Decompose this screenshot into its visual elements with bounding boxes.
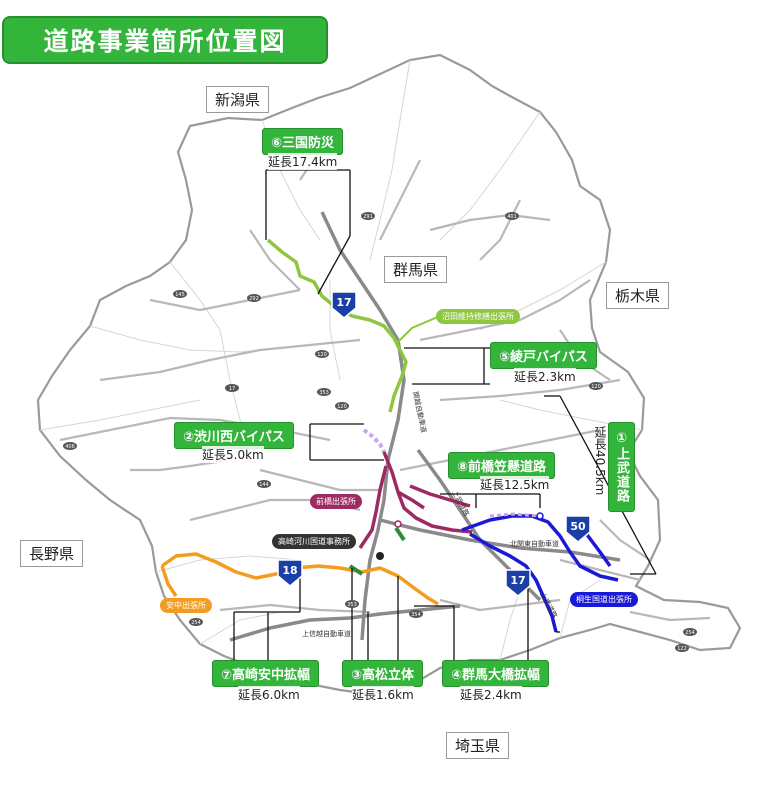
pref-route-number: 120 [317, 352, 327, 358]
pref-route-number: 406 [65, 444, 75, 450]
pref-route-marker: 254 [189, 618, 203, 626]
project-length-takamatsu: 延長1.6km [352, 686, 414, 703]
prefecture-label-gunma: 群馬県 [384, 256, 448, 283]
route-jobu-dashed [489, 512, 541, 518]
pref-route-marker: 122 [675, 644, 689, 652]
office-marker [394, 520, 402, 528]
pref-route-marker: 17 [225, 384, 239, 392]
pref-route-number: 353 [347, 602, 357, 608]
project-length-ayado: 延長2.3km [514, 368, 576, 385]
pref-route-marker: 353 [345, 600, 359, 608]
pref-route-number: 145 [175, 292, 185, 298]
route-takasaki-annaka-branch [160, 565, 178, 597]
road-label-kitakanto: 北関東自動車道 [510, 539, 559, 548]
route-shield-18: 18 [277, 559, 303, 587]
route-takamatsu [348, 564, 364, 576]
pref-route-number: 254 [685, 630, 695, 636]
prefecture-label-niigata: 新潟県 [206, 86, 270, 113]
project-length-gunma-ohashi: 延長2.4km [460, 686, 522, 703]
prefecture-label-saitama: 埼玉県 [446, 732, 510, 759]
route-shibukawa-nishi [362, 428, 386, 453]
pref-route-number: 354 [411, 612, 421, 618]
project-label-takamatsu: ③高松立体 [342, 660, 424, 687]
office-label-numata: 沼田維持修繕出張所 [436, 309, 520, 324]
office-label-maebashi: 前橋出張所 [310, 494, 362, 509]
pref-route-number: 144 [259, 482, 269, 488]
project-length-shibukawa-nishi: 延長5.0km [202, 446, 264, 463]
pref-route-number: 254 [191, 620, 201, 626]
pref-route-number: 120 [337, 404, 347, 410]
route-ayado [397, 315, 441, 343]
pref-route-marker: 291 [361, 212, 375, 220]
pref-route-marker: 120 [315, 350, 329, 358]
office-label-kiryu: 桐生国道出張所 [570, 592, 638, 607]
pref-route-number: 122 [677, 646, 687, 652]
project-length-jobu: 延長40.5km [593, 426, 607, 496]
route-shield-17-south: 17 [505, 569, 531, 597]
pref-route-number: 291 [363, 214, 373, 220]
pref-route-marker: 354 [409, 610, 423, 618]
project-label-takasaki-annaka: ⑦高崎安中拡幅 [212, 660, 320, 687]
office-label-annaka: 安中出張所 [160, 598, 212, 613]
route-gunma-ohashi [394, 526, 406, 542]
route-shield-number: 17 [336, 296, 351, 309]
prefecture-label-nagano: 長野県 [20, 540, 84, 567]
office-marker [376, 552, 384, 560]
pref-route-marker: 406 [63, 442, 77, 450]
pref-route-number: 401 [507, 214, 517, 220]
route-shield-50: 50 [565, 515, 591, 543]
route-shield-17-north: 17 [331, 291, 357, 319]
pref-route-number: 353 [319, 390, 329, 396]
pref-route-marker: 144 [257, 480, 271, 488]
project-length-takasaki-annaka: 延長6.0km [238, 686, 300, 703]
pref-route-number: 292 [249, 296, 259, 302]
road-label-joshinetsu: 上信越自動車道 [302, 629, 351, 638]
project-label-shibukawa-nishi: ②渋川西バイパス [174, 422, 294, 449]
map-title: 道路事業箇所位置図 [2, 16, 328, 64]
route-shield-number: 18 [282, 564, 297, 577]
project-label-maebashi-kasakake: ⑧前橋笠懸道路 [448, 452, 556, 479]
pref-route-marker: 292 [247, 294, 261, 302]
project-label-jobu: ①上武道路 [608, 422, 635, 512]
pref-route-marker: 401 [505, 212, 519, 220]
project-length-mikuni: 延長17.4km [268, 153, 338, 170]
route-shield-number: 17 [510, 574, 525, 587]
route-shield-number: 50 [570, 520, 586, 533]
project-label-ayado: ⑤綾戸バイパス [490, 342, 597, 369]
pref-route-number: 17 [229, 386, 235, 392]
route-maebashi-kasakake [358, 451, 473, 549]
pref-route-marker: 145 [173, 290, 187, 298]
prefectural-route-markers: 401 291 120 145 292 406 17 120 353 144 1… [63, 212, 697, 652]
gunma-prefecture-outline [36, 53, 742, 696]
office-label-takasaki: 高崎河川国道事務所 [272, 534, 356, 549]
route-mikuni [266, 238, 408, 413]
office-marker [536, 512, 544, 520]
pref-route-number: 120 [591, 384, 601, 390]
project-length-maebashi-kasakake: 延長12.5km [480, 476, 550, 493]
project-label-mikuni: ⑥三国防災 [262, 128, 344, 155]
project-label-gunma-ohashi: ④群馬大橋拡幅 [442, 660, 550, 687]
route-takasaki-annaka [160, 552, 439, 606]
pref-route-marker: 254 [683, 628, 697, 636]
pref-route-marker: 120 [335, 402, 349, 410]
prefecture-label-tochigi: 栃木県 [606, 282, 670, 309]
pref-route-marker: 353 [317, 388, 331, 396]
pref-route-marker: 120 [589, 382, 603, 390]
